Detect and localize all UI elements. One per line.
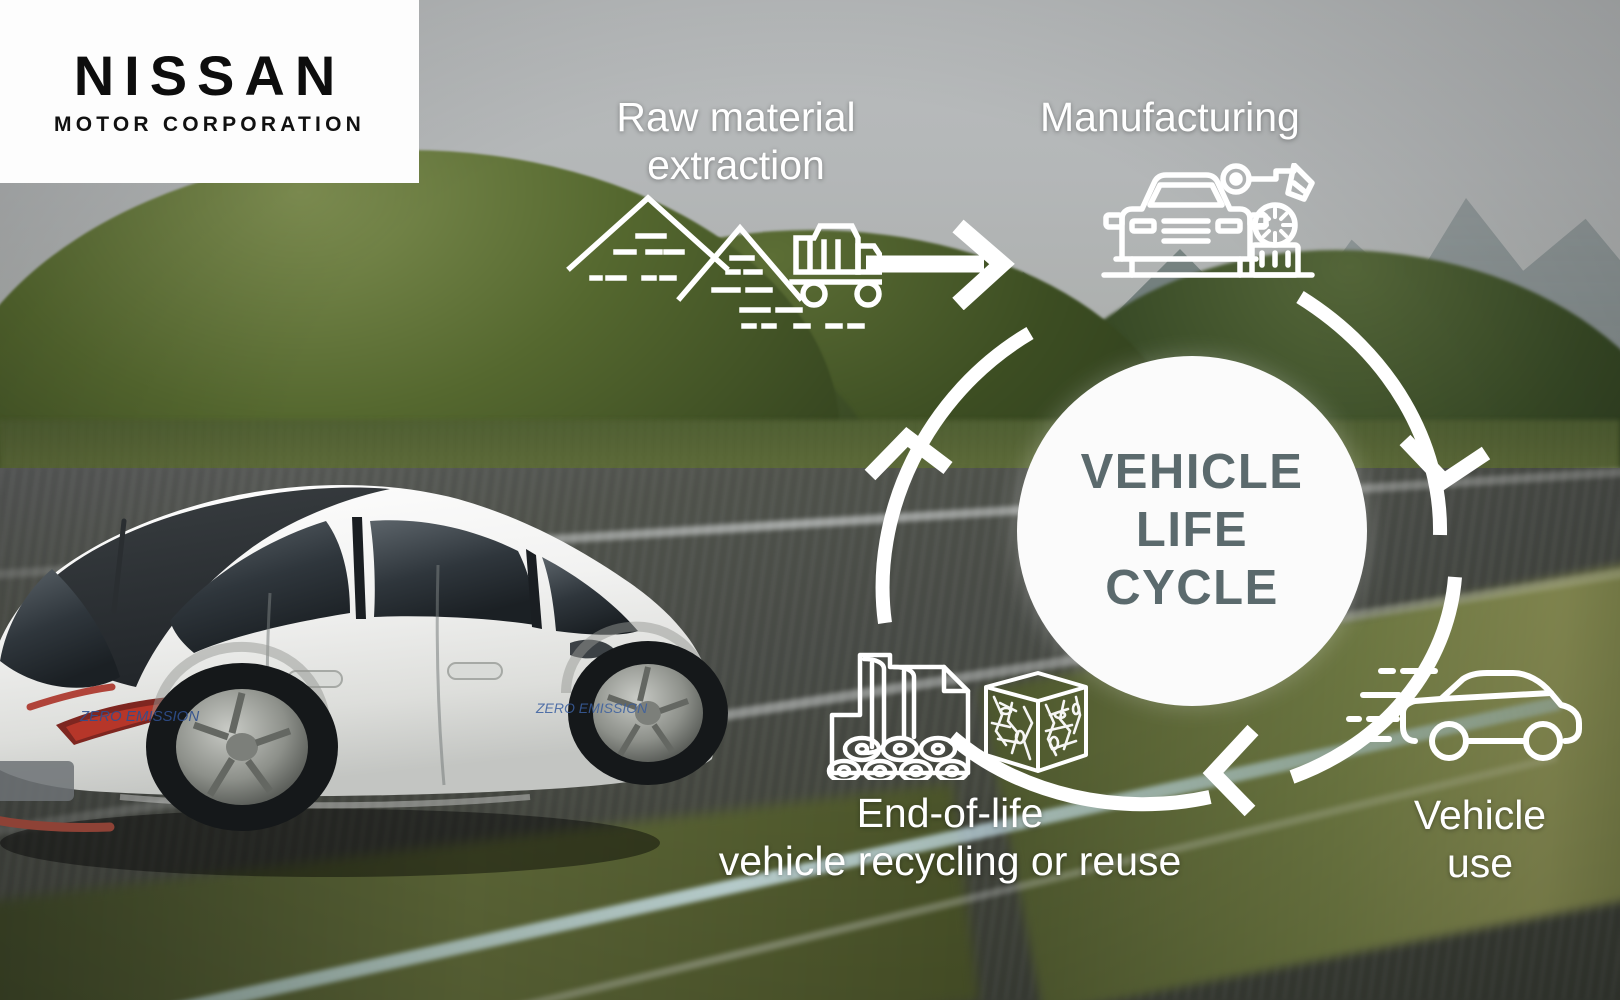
arc-eol-return — [947, 731, 1212, 812]
label-raw-material-extraction: Raw material extraction — [616, 94, 856, 188]
label-vehicle-use: Vehicle use — [1413, 792, 1547, 886]
svg-text:ZERO EMISSION: ZERO EMISSION — [79, 708, 199, 725]
svg-text:ZERO EMISSION: ZERO EMISSION — [535, 700, 648, 716]
moving-car-speed-lines-icon — [1345, 655, 1585, 765]
car-robot-arm-factory-icon — [1098, 163, 1318, 285]
nissan-motor-corporation-text: MOTOR CORPORATION — [54, 113, 365, 136]
arrowhead-down-icon — [1399, 434, 1491, 491]
arrowhead-up-icon — [864, 427, 953, 481]
arc-manufacturing-to-use — [1296, 291, 1448, 536]
label-end-of-life-recycling: End-of-life vehicle recycling or reuse — [718, 790, 1182, 884]
material-bales-scrap-cube-icon — [820, 645, 1090, 780]
label-manufacturing: Manufacturing — [1040, 94, 1300, 140]
arrowhead-left-icon — [1202, 724, 1259, 817]
mountains-mining-truck-icon — [552, 190, 882, 335]
arrow-raw-to-manufacturing — [862, 218, 1022, 311]
center-label-circle: VEHICLE LIFE CYCLE — [1017, 356, 1367, 706]
center-line-3: CYCLE — [1105, 560, 1279, 615]
center-line-2: LIFE — [1135, 503, 1249, 558]
nissan-leaf-car-photo: ZERO EMISSION . ZERO EMISSION F — [0, 425, 760, 885]
arc-use-to-eol — [1289, 576, 1462, 784]
center-line-1: VEHICLE — [1080, 445, 1304, 500]
cycle-arrow-ring — [864, 291, 1491, 817]
arc-eol-to-manufacturing — [875, 326, 1034, 624]
nissan-wordmark: NISSAN — [73, 44, 346, 107]
nissan-logo: NISSAN MOTOR CORPORATION — [0, 0, 419, 183]
